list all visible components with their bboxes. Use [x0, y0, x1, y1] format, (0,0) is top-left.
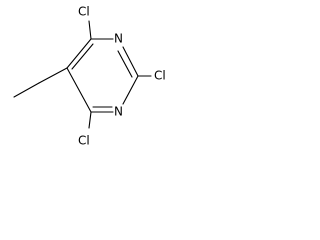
cl-bond-bottom	[88, 111, 92, 129]
bond-group	[13, 20, 152, 129]
chlorine-bottom-label: Cl	[78, 134, 90, 148]
ring-bond-c4-c4-double	[71, 43, 94, 70]
ring-bond-c5-c4	[66, 38, 92, 69]
ring-bond-n3-c2	[122, 46, 139, 77]
ring-bond-n3-c2-double	[117, 50, 133, 78]
cl-bond-top	[88, 20, 92, 40]
ring-bond-c2-n1	[122, 75, 139, 105]
nitrogen-top-label: N	[114, 32, 123, 46]
ethyl-bond-ring	[38, 67, 68, 84]
ring-bond-c6-c5	[66, 67, 92, 113]
chlorine-right-label: Cl	[154, 69, 166, 83]
ethyl-bond-terminal	[13, 82, 40, 98]
nitrogen-bottom-label: N	[114, 105, 123, 119]
chemical-structure: Cl Cl Cl N N	[13, 5, 166, 148]
chlorine-top-label: Cl	[78, 5, 90, 19]
